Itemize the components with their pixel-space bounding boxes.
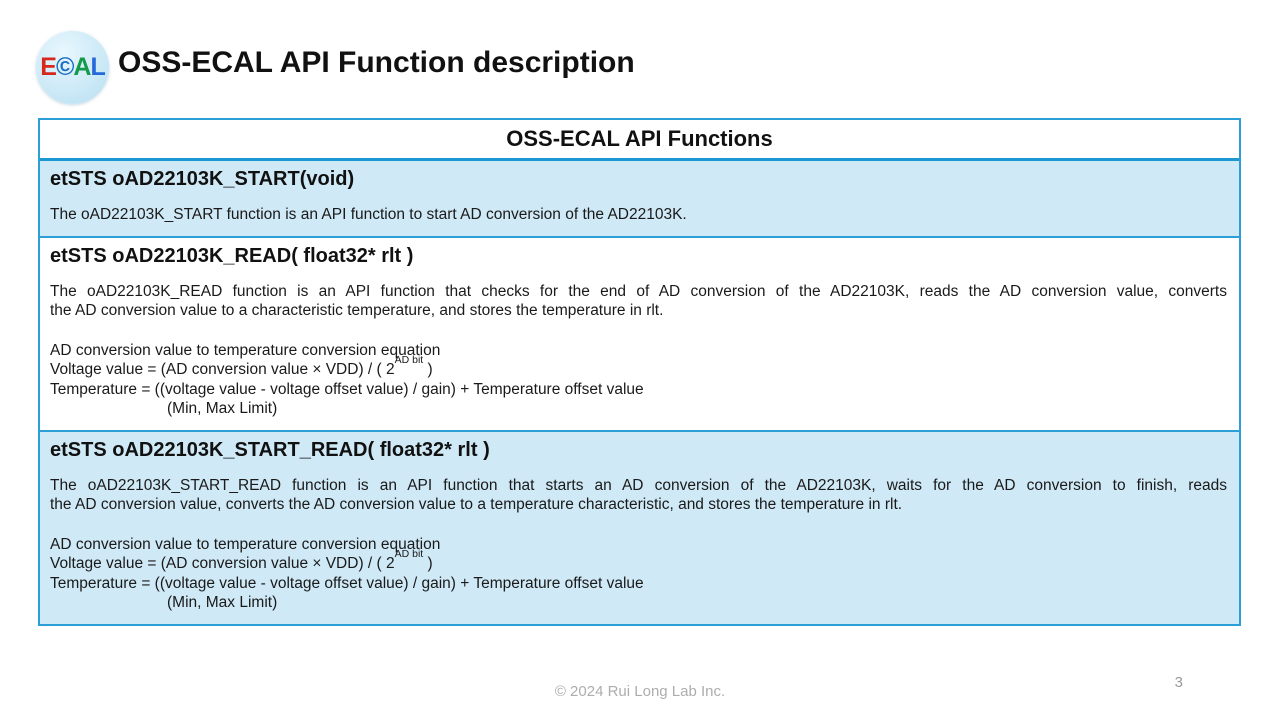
logo-letter-l: L [90,53,105,81]
equation-voltage-prefix: Voltage value = (AD conversion value × V… [50,555,395,572]
conversion-equation: AD conversion value to temperature conve… [50,341,1227,419]
function-signature: etSTS oAD22103K_READ( float32* rlt ) [50,244,414,267]
logo-letter-e: E [40,53,57,81]
equation-voltage-exponent: AD bit [394,547,424,560]
function-description: The oAD22103K_START function is an API f… [50,205,1227,225]
equation-intro: AD conversion value to temperature conve… [50,341,441,359]
function-signature: etSTS oAD22103K_START_READ( float32* rlt… [50,438,490,461]
description-line: The oAD22103K_START function is an API f… [50,206,687,223]
equation-limit-line: (Min, Max Limit) [167,400,278,417]
page-number: 3 [1174,674,1183,691]
conversion-equation: AD conversion value to temperature conve… [50,535,1227,613]
equation-voltage-suffix: ) [423,555,433,572]
description-line: The oAD22103K_START_READ function is an … [50,476,1227,494]
logo-letter-a: A [73,53,91,81]
function-signature: etSTS oAD22103K_START(void) [50,168,355,190]
equation-voltage-line: Voltage value = (AD conversion value × V… [50,549,1227,574]
equation-limit-line: (Min, Max Limit) [167,594,278,611]
page-title: OSS-ECAL API Function description [118,46,635,79]
equation-temperature-line: Temperature = ((voltage value - voltage … [50,574,644,592]
equation-temperature-line: Temperature = ((voltage value - voltage … [50,380,644,398]
description-line: the AD conversion value to a characteris… [50,302,664,319]
description-line: the AD conversion value, converts the AD… [50,496,903,513]
table-title: OSS-ECAL API Functions [40,120,1239,161]
api-functions-table: OSS-ECAL API Functions etSTS oAD22103K_S… [38,118,1241,626]
equation-intro: AD conversion value to temperature conve… [50,535,441,553]
logo-letter-c: © [55,53,74,81]
function-section-start-read: etSTS oAD22103K_START_READ( float32* rlt… [40,431,1239,624]
function-description: The oAD22103K_START_READ function is an … [50,476,1227,515]
footer-copyright: © 2024 Rui Long Lab Inc. [554,683,726,700]
equation-voltage-suffix: ) [423,361,433,378]
function-section-start: etSTS oAD22103K_START(void) The oAD22103… [40,161,1239,238]
equation-voltage-exponent: AD bit [394,353,424,366]
equation-voltage-prefix: Voltage value = (AD conversion value × V… [50,361,395,378]
equation-voltage-line: Voltage value = (AD conversion value × V… [50,355,1227,380]
description-line: The oAD22103K_READ function is an API fu… [50,282,1227,300]
function-section-read: etSTS oAD22103K_READ( float32* rlt ) The… [40,238,1239,432]
function-description: The oAD22103K_READ function is an API fu… [50,282,1227,321]
